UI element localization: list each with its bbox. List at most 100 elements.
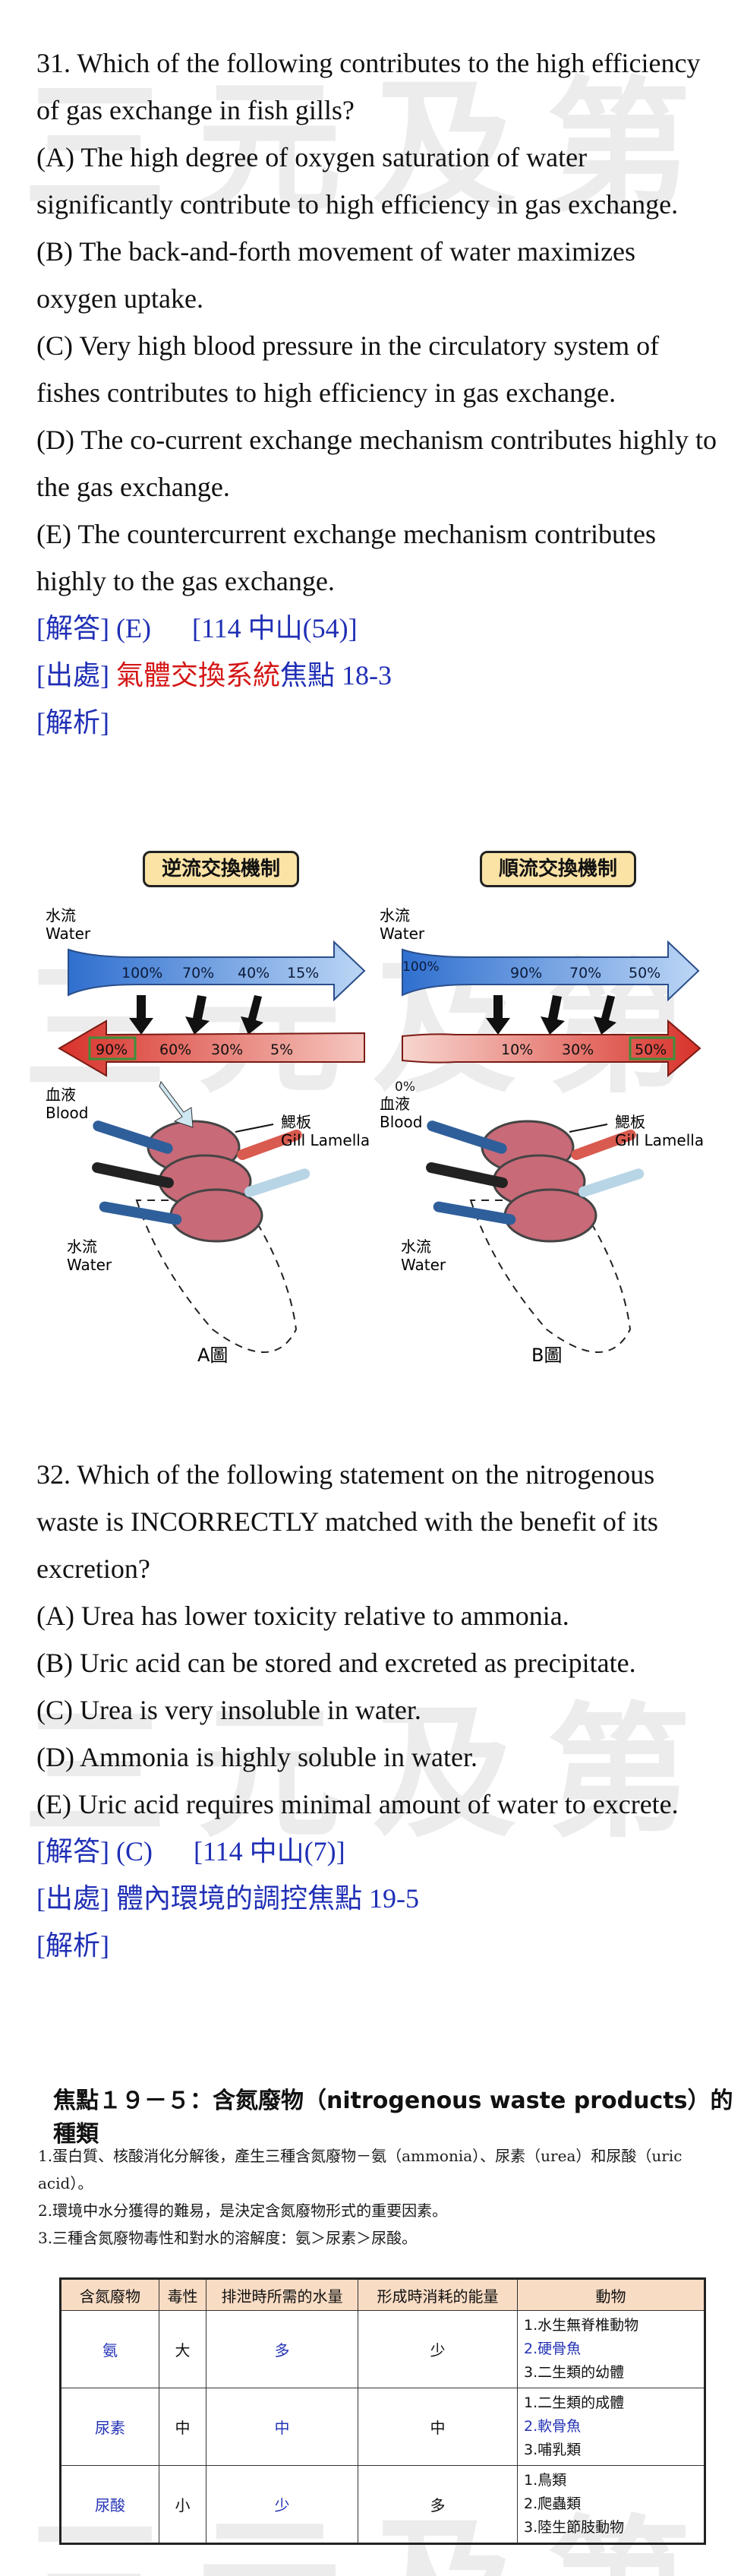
note-item: 1.蛋白質、核酸消化分解後，產生三種含氮廢物－氨（ammonia）、尿素（ure… xyxy=(38,2147,683,2192)
cell-toxicity: 中 xyxy=(159,2388,206,2466)
right-caption: B圖 xyxy=(531,1345,562,1366)
option-a: (A) The high degree of oxygen saturation… xyxy=(36,142,679,220)
source-label: [出處] xyxy=(36,1883,109,1914)
cell-water: 少 xyxy=(206,2465,358,2544)
left-water-value: 100% xyxy=(121,965,162,981)
source-topic: 氣體交換系統 xyxy=(115,660,280,691)
cell-toxicity: 大 xyxy=(159,2310,206,2388)
left-panel-title: 逆流交換機制 xyxy=(143,851,300,887)
answer-line: [解答] (C) [114 中山(7)] xyxy=(36,1828,720,1875)
option-d: (D) Ammonia is highly soluble in water. xyxy=(36,1742,478,1772)
table-header: 動物 xyxy=(517,2278,705,2311)
right-blood-value: 50% xyxy=(635,1041,667,1058)
left-gill-illustration xyxy=(92,1080,311,1353)
question-stem: 32. Which of the following statement on … xyxy=(36,1459,658,1584)
source-focus: 體內環境的調控焦點 19-5 xyxy=(115,1883,419,1914)
answer-ref: [114 中山(7)] xyxy=(193,1836,345,1866)
animal-item: 3.二生類的幼體 xyxy=(524,2364,625,2381)
question-32: 32. Which of the following statement on … xyxy=(36,1451,720,1969)
table-header: 形成時消耗的能量 xyxy=(358,2278,518,2311)
right-gill-illustration xyxy=(426,1120,645,1353)
left-blood-value: 60% xyxy=(159,1041,191,1058)
source-line: [出處] 氣體交換系統焦點 18-3 xyxy=(36,652,720,699)
right-diffusion-arrows xyxy=(486,995,616,1035)
option-d: (D) The co-current exchange mechanism co… xyxy=(36,425,717,502)
left-water-label-zh: 水流 xyxy=(46,906,76,925)
cell-waste: 氨 xyxy=(60,2310,159,2388)
left-panel: 水流 Water 100% 70% 40% 15% 90% 60% 30% 5%… xyxy=(46,906,370,1366)
left-water-value: 40% xyxy=(238,965,270,981)
source-label: [出處] xyxy=(36,660,109,691)
table-header: 含氮廢物 xyxy=(60,2278,159,2311)
left-blood-value: 30% xyxy=(211,1041,243,1058)
option-b: (B) Uric acid can be stored and excreted… xyxy=(36,1648,636,1678)
cell-waste: 尿酸 xyxy=(60,2465,159,2544)
cell-water: 多 xyxy=(206,2310,358,2388)
cell-animals: 1.水生無脊椎動物 2.硬骨魚 3.二生類的幼體 xyxy=(517,2310,705,2388)
source-line: [出處] 體內環境的調控焦點 19-5 xyxy=(36,1875,720,1922)
left-diffusion-arrows xyxy=(129,995,263,1035)
animal-item: 3.陸生節肢動物 xyxy=(524,2519,625,2536)
table-row: 尿素 中 中 中 1.二生類的成體 2.軟骨魚 3.哺乳類 xyxy=(60,2388,705,2466)
left-water-label-en: Water xyxy=(46,925,91,943)
analysis-label: [解析] xyxy=(36,707,109,738)
left-water2-label-en: Water xyxy=(67,1256,112,1274)
question-stem: 31. Which of the following contributes t… xyxy=(36,48,701,125)
table-row: 氨 大 多 少 1.水生無脊椎動物 2.硬骨魚 3.二生類的幼體 xyxy=(60,2310,705,2388)
right-water-value: 50% xyxy=(629,965,660,981)
right-water-arrow xyxy=(402,940,700,1002)
answer-ref: [114 中山(54)] xyxy=(191,613,358,643)
nitrogenous-waste-table: 含氮廢物 毒性 排泄時所需的水量 形成時消耗的能量 動物 氨 大 多 少 1.水… xyxy=(59,2277,706,2545)
cell-energy: 中 xyxy=(358,2388,518,2466)
source-focus: 焦點 18-3 xyxy=(280,660,392,691)
note-item: 2.環境中水分獲得的難易，是決定含氮廢物形式的重要因素。 xyxy=(38,2201,448,2220)
right-gill-label-en: Gill Lamella xyxy=(615,1131,704,1149)
animal-item: 1.鳥類 xyxy=(524,2472,567,2489)
right-blood-value: 30% xyxy=(562,1041,594,1058)
right-water-value: 90% xyxy=(510,965,542,981)
left-water2-label-zh: 水流 xyxy=(67,1237,97,1256)
right-blood-value: 10% xyxy=(501,1041,533,1058)
option-e: (E) The countercurrent exchange mechanis… xyxy=(36,519,656,596)
table-row: 尿酸 小 少 多 1.鳥類 2.爬蟲類 3.陸生節肢動物 xyxy=(60,2465,705,2544)
left-gill-label-zh: 鰓板 xyxy=(281,1113,311,1131)
note-item: 3.三種含氮廢物毒性和對水的溶解度：氨＞尿素＞尿酸。 xyxy=(38,2229,418,2247)
right-blood-label-en: Blood xyxy=(380,1113,422,1131)
left-gill-label-en: Gill Lamella xyxy=(281,1131,370,1149)
animal-item: 2.軟骨魚 xyxy=(524,2418,582,2435)
analysis-label: [解析] xyxy=(36,1930,109,1961)
right-water-value: 70% xyxy=(569,965,601,981)
left-water-arrow xyxy=(68,940,366,1002)
option-c: (C) Urea is very insoluble in water. xyxy=(36,1695,421,1725)
answer-label: [解答] (E) xyxy=(36,613,151,643)
right-gill-label-zh: 鰓板 xyxy=(615,1113,645,1131)
right-highlight-box xyxy=(629,1036,676,1060)
right-water-label-zh: 水流 xyxy=(380,906,410,925)
watermark: 三元及第 xyxy=(22,1689,721,1857)
cell-waste: 尿素 xyxy=(60,2388,159,2466)
left-blood-label-zh: 血液 xyxy=(46,1086,76,1104)
left-blood-arrow xyxy=(58,1019,365,1077)
animal-item: 2.爬蟲類 xyxy=(524,2495,582,2512)
right-blood-arrow xyxy=(402,1019,701,1078)
animal-item: 3.哺乳類 xyxy=(524,2442,582,2458)
cell-toxicity: 小 xyxy=(159,2465,206,2544)
gas-exchange-figure: 逆流交換機制 順流交換機制 水流 Water 100% 70% 40% 15% xyxy=(46,843,714,1405)
right-panel-title: 順流交換機制 xyxy=(480,851,637,887)
left-highlight-box xyxy=(88,1036,137,1060)
left-water-value: 70% xyxy=(182,965,214,981)
right-panel: 水流 Water 100% 90% 70% 50% 0% 10% 30% 50%… xyxy=(380,906,704,1366)
right-water2-label-zh: 水流 xyxy=(401,1237,431,1256)
right-water-label-en: Water xyxy=(380,925,425,943)
table-header: 毒性 xyxy=(159,2278,206,2311)
table-header: 排泄時所需的水量 xyxy=(206,2278,358,2311)
option-a: (A) Urea has lower toxicity relative to … xyxy=(36,1601,569,1631)
animal-item: 1.二生類的成體 xyxy=(524,2394,625,2411)
cell-water: 中 xyxy=(206,2388,358,2466)
question-31: 31. Which of the following contributes t… xyxy=(36,40,720,746)
right-water-value: 100% xyxy=(402,959,440,975)
table-header-row: 含氮廢物 毒性 排泄時所需的水量 形成時消耗的能量 動物 xyxy=(60,2278,705,2311)
right-blood-value: 0% xyxy=(395,1079,415,1095)
left-water-value: 15% xyxy=(287,965,319,981)
option-e: (E) Uric acid requires minimal amount of… xyxy=(36,1789,679,1819)
